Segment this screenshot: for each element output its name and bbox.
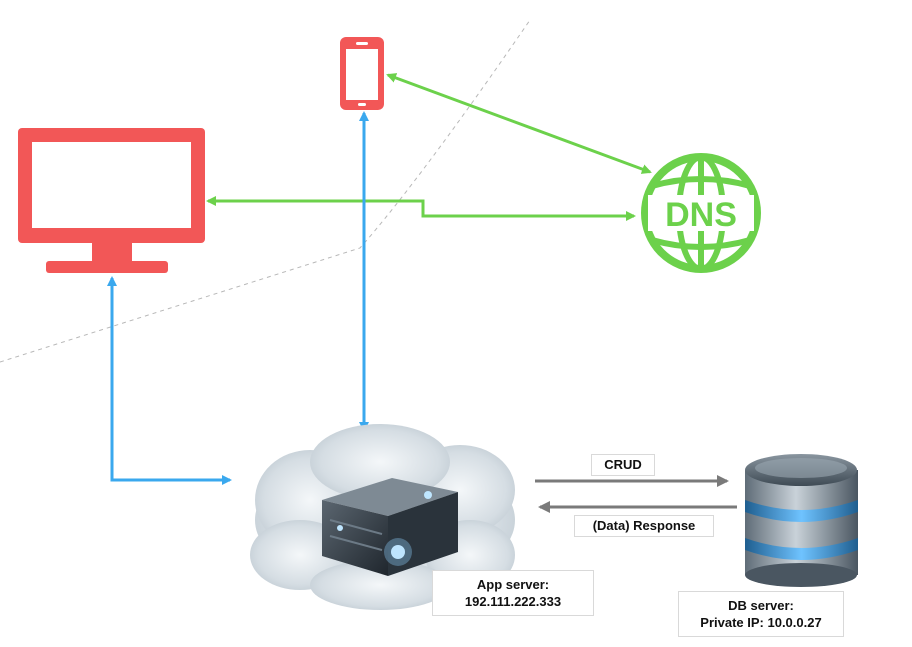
response-label: (Data) Response xyxy=(574,515,714,537)
dns-label: DNS xyxy=(665,196,737,234)
database-icon xyxy=(745,454,858,587)
app-server-label: App server: 192.111.222.333 xyxy=(432,570,594,616)
smartphone-icon xyxy=(340,37,384,110)
network-boundary-line xyxy=(0,19,531,363)
dns-globe-icon: DNS xyxy=(641,153,761,273)
phone-dns-link xyxy=(386,73,652,174)
desktop-dns-link xyxy=(206,196,636,221)
db-server-label: DB server: Private IP: 10.0.0.27 xyxy=(678,591,844,637)
desktop-monitor-icon xyxy=(18,128,205,273)
desktop-app-link xyxy=(107,276,232,485)
crud-label: CRUD xyxy=(591,454,655,476)
